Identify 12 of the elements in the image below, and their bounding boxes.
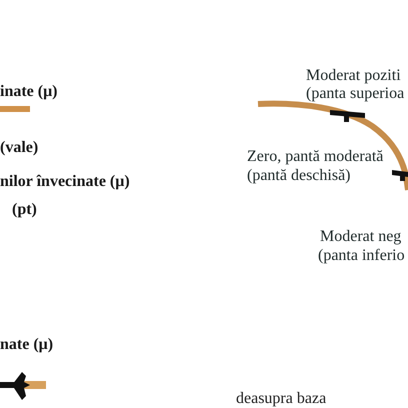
slope-text: Zero, pantă moderată <box>247 148 384 166</box>
slope-text: (panta superioa <box>306 85 404 103</box>
slope-text: Moderat poziti <box>306 67 401 85</box>
description-text: nilor învecinate (μ) <box>0 173 130 191</box>
description-text: (pt) <box>12 201 37 219</box>
description-text: inate (μ) <box>0 83 58 101</box>
slope-text: Moderat neg <box>320 228 402 246</box>
description-text: (vale) <box>0 139 38 157</box>
description-text: nate (μ) <box>0 336 54 354</box>
slope-text: (panta inferio <box>318 247 405 265</box>
slope-text: (pantă deschisă) <box>247 167 351 185</box>
caption-text: deasupra baza <box>236 390 326 408</box>
